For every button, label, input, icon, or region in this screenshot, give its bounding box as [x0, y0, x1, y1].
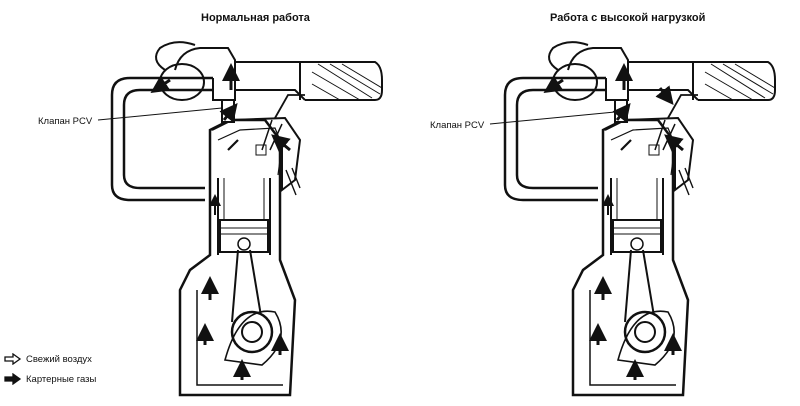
legend-blow-by-gases: Картерные газы: [4, 373, 96, 385]
legend-fresh-air-label: Свежий воздух: [26, 353, 92, 365]
legend-blow-by-gases-label: Картерные газы: [26, 373, 97, 385]
solid-arrow-icon: [4, 373, 22, 385]
pcv-valve-label-right: Клапан PCV: [430, 120, 485, 131]
engine-high-load-operation: [505, 42, 775, 395]
hollow-arrow-icon: [4, 353, 22, 365]
title-normal-operation: Нормальная работа: [201, 12, 310, 24]
legend-fresh-air: Свежий воздух: [4, 353, 92, 365]
pcv-leader-right: [489, 111, 616, 125]
pcv-leader-left: [97, 107, 223, 121]
engine-normal-operation: [112, 42, 382, 395]
pcv-valve-label-left: Клапан PCV: [38, 116, 93, 127]
title-high-load-operation: Работа с высокой нагрузкой: [550, 12, 706, 24]
